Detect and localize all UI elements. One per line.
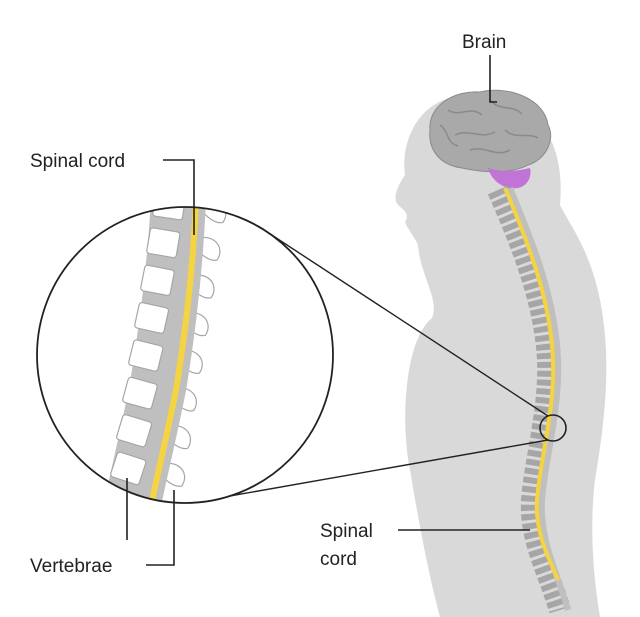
vertebra-body (140, 264, 175, 297)
magnify-source-circle (539, 414, 567, 442)
vertebra-body (116, 414, 153, 448)
vertebra-process (155, 500, 180, 503)
vertebra-body (134, 301, 170, 334)
brain-label: Brain (462, 32, 506, 53)
spinal-cord-top-leader (163, 159, 195, 235)
vertebra-body (152, 207, 187, 221)
vertebra-process (202, 207, 227, 224)
connector-line-bottom (189, 439, 549, 504)
brain (429, 89, 552, 189)
spinal-cord-bottom-label-line1: Spinal (320, 521, 373, 542)
vertebrae-leader-right (146, 490, 175, 566)
vertebra-body (122, 376, 158, 410)
body-spinal-cord (503, 187, 560, 581)
connector-line-top (257, 225, 549, 417)
spinal-cord-bottom-label-line2: cord (320, 549, 357, 570)
vertebrae-label: Vertebrae (30, 556, 112, 577)
vertebra-body (110, 451, 147, 486)
magnified-view (36, 206, 334, 504)
magnified-spinal-cord (145, 207, 199, 503)
spinal-cord-top-label: Spinal cord (30, 151, 125, 172)
cerebellum (488, 168, 531, 189)
vertebra-body (128, 339, 164, 372)
brain-leader (489, 55, 497, 103)
vertebra-body (146, 227, 181, 259)
body-silhouette (395, 95, 607, 617)
